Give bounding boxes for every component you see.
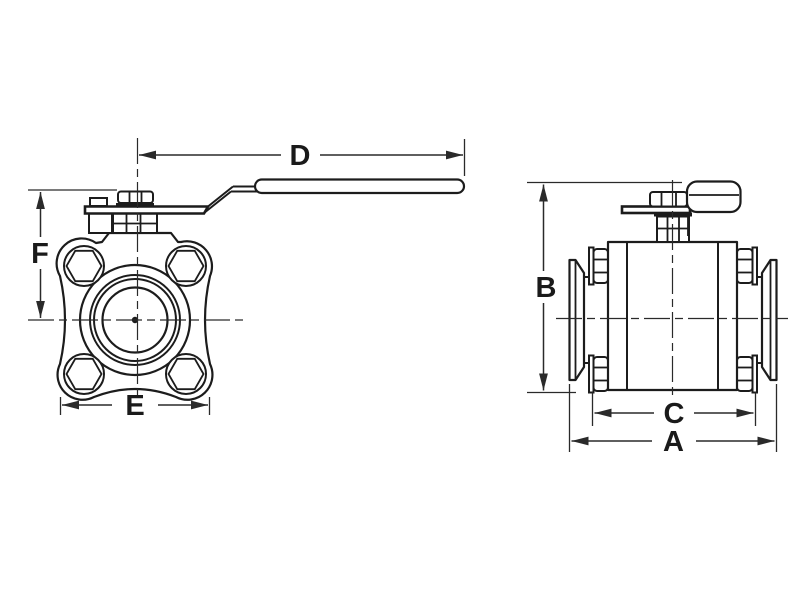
handle-grip xyxy=(253,178,466,195)
dimension-A: A xyxy=(568,384,778,458)
dim-label-F: F xyxy=(31,238,49,270)
stop-tab xyxy=(89,197,108,207)
dim-label-C: C xyxy=(664,398,685,430)
dimension-B: B xyxy=(527,181,682,394)
bore-circles xyxy=(78,263,192,377)
handle-grip-end xyxy=(685,180,742,214)
ferrule-left xyxy=(568,258,590,382)
body-bolts-side xyxy=(588,246,758,394)
front-view xyxy=(55,178,466,401)
stem-washer-front xyxy=(116,203,154,207)
side-view xyxy=(568,180,778,394)
dim-label-B: B xyxy=(536,272,557,304)
dim-label-D: D xyxy=(290,140,311,172)
dimension-E: E xyxy=(59,390,211,422)
centerlines xyxy=(28,138,788,400)
stem-assembly-front xyxy=(83,190,211,234)
corner-bolts xyxy=(63,245,207,395)
dim-label-A: A xyxy=(663,426,684,458)
lever-handle xyxy=(203,178,466,214)
stem-assembly-side xyxy=(620,180,742,243)
ferrule-right xyxy=(756,258,778,382)
dimension-C: C xyxy=(591,392,757,430)
dimension-D: D xyxy=(139,139,466,176)
dim-label-E: E xyxy=(125,390,144,422)
handle-bracket-front xyxy=(83,205,211,215)
dimension-F: F xyxy=(28,189,117,318)
stem-nut-side xyxy=(649,191,688,208)
stem-nut-front xyxy=(117,190,154,204)
